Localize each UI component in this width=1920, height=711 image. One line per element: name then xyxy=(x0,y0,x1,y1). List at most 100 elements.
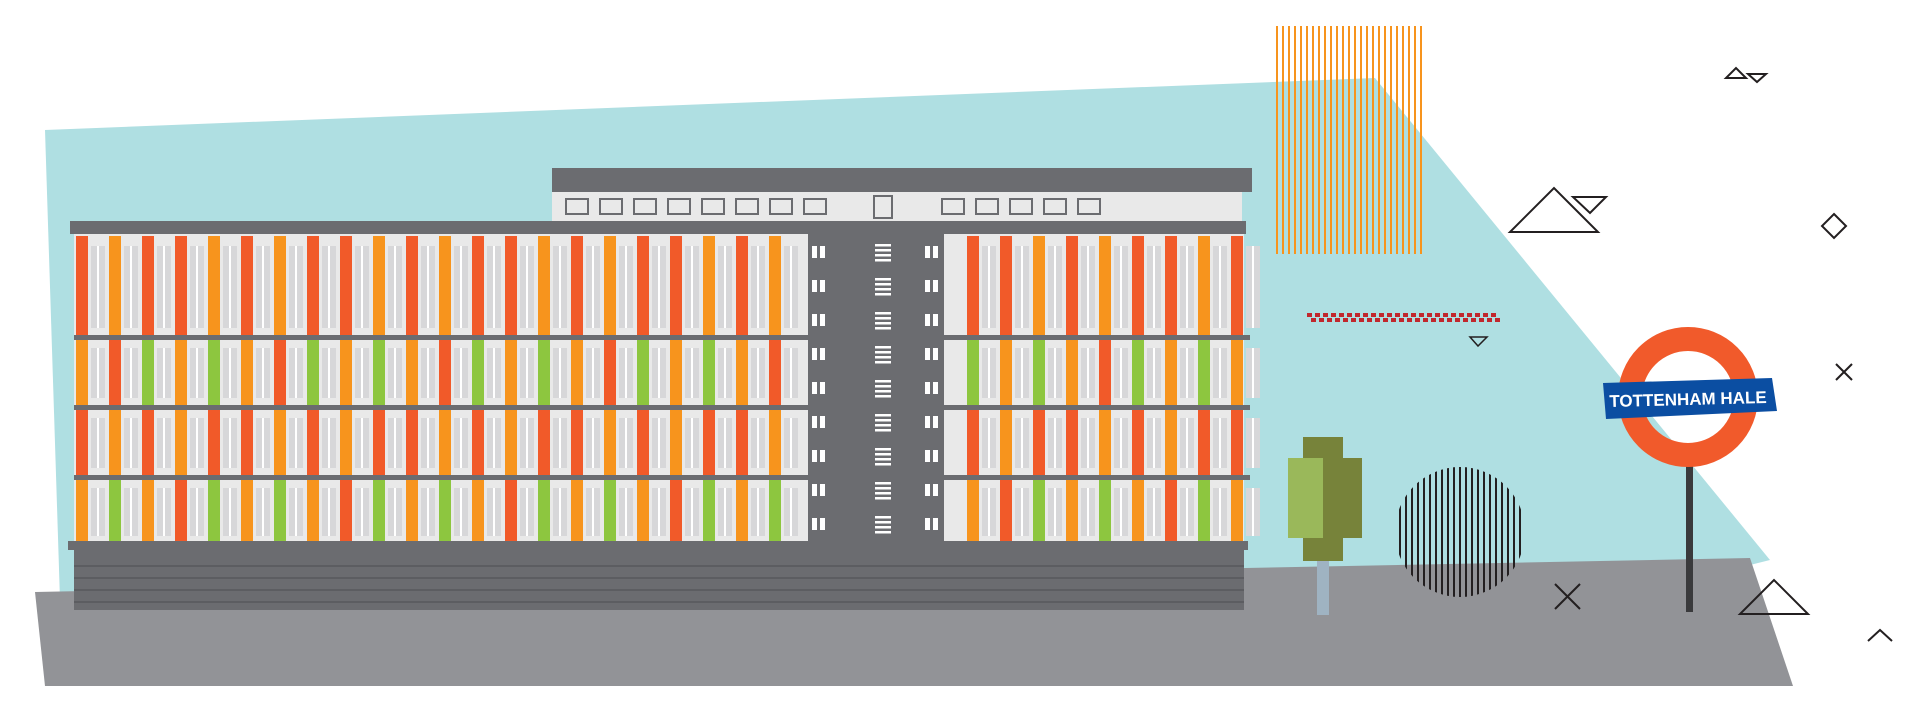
facade-panel xyxy=(340,408,352,476)
facade-panel xyxy=(142,478,154,544)
facade-panel xyxy=(1132,338,1144,406)
facade-panel xyxy=(1099,408,1111,476)
facade-panel xyxy=(1198,236,1210,336)
dot xyxy=(1447,318,1452,322)
core-stripe xyxy=(875,244,891,247)
facade-panel xyxy=(1066,408,1078,476)
facade-panel xyxy=(703,478,715,544)
core-window xyxy=(925,416,930,428)
dot xyxy=(1431,318,1436,322)
facade-panel xyxy=(241,338,253,406)
core-stripe xyxy=(875,487,891,490)
dot xyxy=(1311,318,1316,322)
facade-panel xyxy=(505,478,517,544)
core-window xyxy=(812,314,817,326)
dot xyxy=(1323,313,1328,317)
core-stripe xyxy=(875,288,891,291)
diamond-icon xyxy=(1820,212,1848,240)
facade-panel xyxy=(1165,408,1177,476)
facade-panel xyxy=(208,478,220,544)
facade-panel xyxy=(1099,236,1111,336)
facade-panel xyxy=(1132,478,1144,544)
facade-panel xyxy=(175,338,187,406)
facade-panel xyxy=(406,236,418,336)
facade-panel xyxy=(175,478,187,544)
facade-panel xyxy=(505,236,517,336)
facade-panel xyxy=(76,408,88,476)
core-window xyxy=(812,450,817,462)
facade-panel xyxy=(604,478,616,544)
facade-panel xyxy=(1000,338,1012,406)
roundel-bar xyxy=(1603,378,1777,419)
core-stripe xyxy=(875,395,891,398)
facade-panel xyxy=(1231,478,1243,544)
dot xyxy=(1451,313,1456,317)
core-stripe xyxy=(875,380,891,383)
core-stripe xyxy=(875,351,891,354)
facade-panel xyxy=(274,478,286,544)
core-window xyxy=(820,280,825,292)
facade-panel xyxy=(967,478,979,544)
facade-panel xyxy=(967,236,979,336)
facade-panel xyxy=(472,338,484,406)
core-window xyxy=(812,280,817,292)
facade-panel xyxy=(769,408,781,476)
dot xyxy=(1343,318,1348,322)
window xyxy=(599,198,623,215)
facade-panel xyxy=(208,236,220,336)
core-window xyxy=(820,382,825,394)
facade-panel xyxy=(1132,236,1144,336)
facade-panels xyxy=(76,236,1260,544)
window xyxy=(803,198,827,215)
core-window xyxy=(933,348,938,360)
core-window xyxy=(925,484,930,496)
core-window xyxy=(820,450,825,462)
dot xyxy=(1367,318,1372,322)
facade-panel xyxy=(472,236,484,336)
facade-panel xyxy=(142,408,154,476)
core-stripe xyxy=(875,254,891,257)
small-triangle-icon xyxy=(1468,336,1489,348)
core-window xyxy=(812,348,817,360)
facade-panel xyxy=(109,408,121,476)
dot xyxy=(1351,318,1356,322)
core-window xyxy=(812,416,817,428)
core-stripe xyxy=(875,278,891,281)
window xyxy=(873,195,893,219)
dot xyxy=(1331,313,1336,317)
core-window xyxy=(925,450,930,462)
facade-panel xyxy=(142,236,154,336)
facade-panel xyxy=(571,478,583,544)
core-stripe xyxy=(875,317,891,320)
facade-panel xyxy=(1165,478,1177,544)
dot xyxy=(1435,313,1440,317)
core-window xyxy=(933,484,938,496)
facade-panel xyxy=(670,478,682,544)
facade-panel xyxy=(538,478,550,544)
facade-panel xyxy=(1231,408,1243,476)
dot xyxy=(1483,313,1488,317)
core-stripe xyxy=(875,482,891,485)
facade-panel xyxy=(1066,478,1078,544)
floor-line xyxy=(74,335,1250,340)
dot xyxy=(1471,318,1476,322)
facade-panel xyxy=(307,236,319,336)
facade-panel xyxy=(274,236,286,336)
facade-panel xyxy=(1033,478,1045,544)
core-stripe xyxy=(875,322,891,325)
sign-pole xyxy=(1686,462,1693,612)
window xyxy=(1077,198,1101,215)
facade-panel xyxy=(769,236,781,336)
facade-panel xyxy=(373,478,385,544)
chevron-up-icon xyxy=(1867,628,1893,642)
window xyxy=(1009,198,1033,215)
facade-panel xyxy=(109,236,121,336)
dot xyxy=(1359,318,1364,322)
dot xyxy=(1335,318,1340,322)
dot xyxy=(1467,313,1472,317)
dot xyxy=(1383,318,1388,322)
core-stripe xyxy=(875,526,891,529)
facade-panel xyxy=(142,338,154,406)
